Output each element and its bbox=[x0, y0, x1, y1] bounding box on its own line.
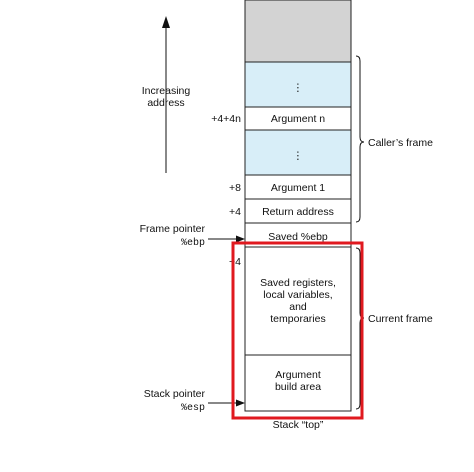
cell-argument-build bbox=[244, 354, 352, 412]
cell-ellipsis-upper bbox=[244, 61, 352, 108]
build-line2: build area bbox=[275, 381, 321, 393]
stack-pointer-register: %esp bbox=[181, 403, 205, 414]
argument-1-label: Argument 1 bbox=[271, 182, 325, 194]
cell-gray-top bbox=[244, 0, 352, 63]
offset-return: +4 bbox=[229, 206, 241, 218]
increasing-address-arrow bbox=[162, 16, 170, 173]
current-frame-brace bbox=[355, 247, 365, 410]
cell-current-locals bbox=[244, 246, 352, 356]
ellipsis-lower: ⋮ bbox=[293, 150, 304, 162]
caller-frame-label: Caller’s frame bbox=[368, 137, 433, 149]
caller-frame-brace bbox=[355, 55, 365, 223]
current-frame-label: Current frame bbox=[368, 313, 433, 325]
current-line4: temporaries bbox=[270, 313, 325, 325]
current-frame-highlight bbox=[231, 241, 364, 420]
return-address-label: Return address bbox=[262, 206, 334, 218]
saved-ebp-label: Saved %ebp bbox=[268, 231, 328, 243]
cell-return-address bbox=[244, 198, 352, 224]
stack-pointer-arrow bbox=[208, 399, 245, 407]
ellipsis-upper: ⋮ bbox=[293, 82, 304, 94]
argument-n-label: Argument n bbox=[271, 113, 325, 125]
axis-label-line2: address bbox=[147, 97, 184, 109]
axis-label-line1: Increasing bbox=[142, 85, 191, 97]
build-line1: Argument bbox=[275, 369, 321, 381]
current-line3: and bbox=[289, 301, 307, 313]
frame-pointer-label: Frame pointer bbox=[140, 223, 206, 235]
current-line1: Saved registers, bbox=[260, 277, 336, 289]
cell-argument-1 bbox=[244, 174, 352, 200]
stack-top-label: Stack “top” bbox=[273, 419, 324, 431]
offset-arg-1: +8 bbox=[229, 182, 241, 194]
frame-pointer-arrow bbox=[208, 235, 245, 243]
current-line2: local variables, bbox=[263, 289, 332, 301]
stack-pointer-label: Stack pointer bbox=[144, 388, 206, 400]
offset-saved-ebp: −4 bbox=[229, 256, 241, 268]
frame-pointer-register: %ebp bbox=[181, 237, 205, 249]
offset-arg-n: +4+4n bbox=[211, 113, 241, 125]
